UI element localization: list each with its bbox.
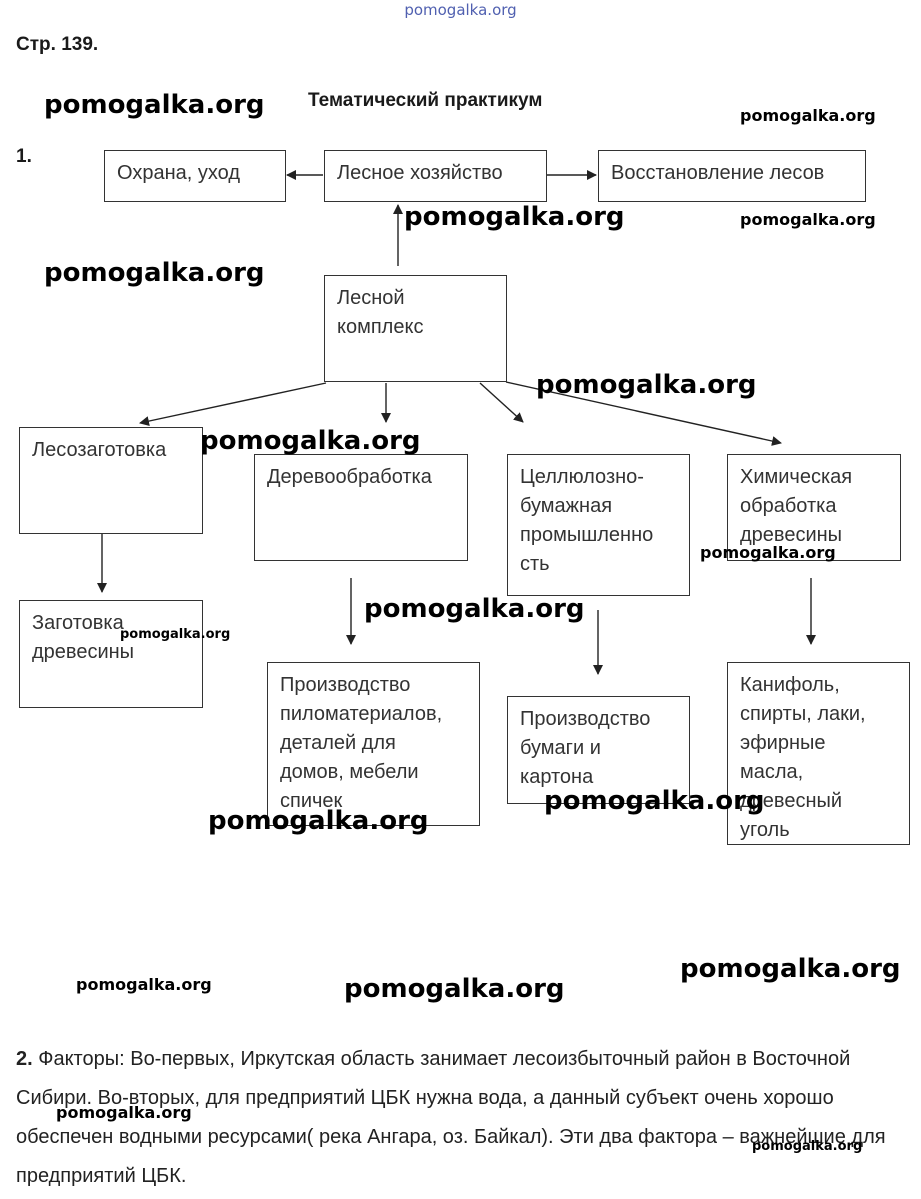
arrow-complex-pulp <box>479 382 524 423</box>
watermark: pomogalka.org <box>44 90 265 120</box>
watermark: pomogalka.org <box>544 786 765 816</box>
site-link[interactable]: pomogalka.org <box>404 1 517 19</box>
box-rosin: Канифоль, спирты, лаки, эфирные масла, д… <box>727 662 910 845</box>
box-pulp-paper: Целлюлозно- бумажная промышленно сть <box>507 454 690 596</box>
watermark: pomogalka.org <box>44 258 265 288</box>
watermark: pomogalka.org <box>200 426 421 456</box>
task-2-text: Факторы: Во-первых, Иркутская область за… <box>16 1048 886 1187</box>
watermark: pomogalka.org <box>680 954 901 984</box>
task-2-answer: 2. Факторы: Во-первых, Иркутская область… <box>16 1040 896 1196</box>
watermark: pomogalka.org <box>76 975 212 994</box>
box-forestry: Лесное хозяйство <box>324 150 547 202</box>
box-chemical: Химическая обработка древесины <box>727 454 901 561</box>
box-woodworking: Деревообработка <box>254 454 468 561</box>
box-harvesting: Заготовка древесины <box>19 600 203 708</box>
box-lumber: Производство пиломатериалов, деталей для… <box>267 662 480 826</box>
watermark: pomogalka.org <box>752 1139 863 1154</box>
box-logging: Лесозаготовка <box>19 427 203 534</box>
arrow-complex-logging <box>139 382 327 426</box>
watermark: pomogalka.org <box>56 1103 192 1122</box>
watermark: pomogalka.org <box>700 543 836 562</box>
watermark: pomogalka.org <box>536 370 757 400</box>
box-forest-complex: Лесной комплекс <box>324 275 507 382</box>
watermark: pomogalka.org <box>120 627 231 642</box>
box-paper: Производство бумаги и картона <box>507 696 690 804</box>
page-number: Стр. 139. <box>16 34 99 55</box>
watermark: pomogalka.org <box>740 106 876 125</box>
watermark: pomogalka.org <box>404 202 625 232</box>
watermark: pomogalka.org <box>364 594 585 624</box>
watermark: pomogalka.org <box>208 806 429 836</box>
watermark: pomogalka.org <box>740 210 876 229</box>
box-restoration: Восстановление лесов <box>598 150 866 202</box>
arrow-complex-chemical <box>505 381 782 446</box>
page-title: Тематический практикум <box>308 90 543 111</box>
watermark: pomogalka.org <box>344 974 565 1004</box>
task-1-number: 1. <box>16 146 32 167</box>
task-2-number: 2. <box>16 1048 33 1070</box>
box-protection: Охрана, уход <box>104 150 286 202</box>
